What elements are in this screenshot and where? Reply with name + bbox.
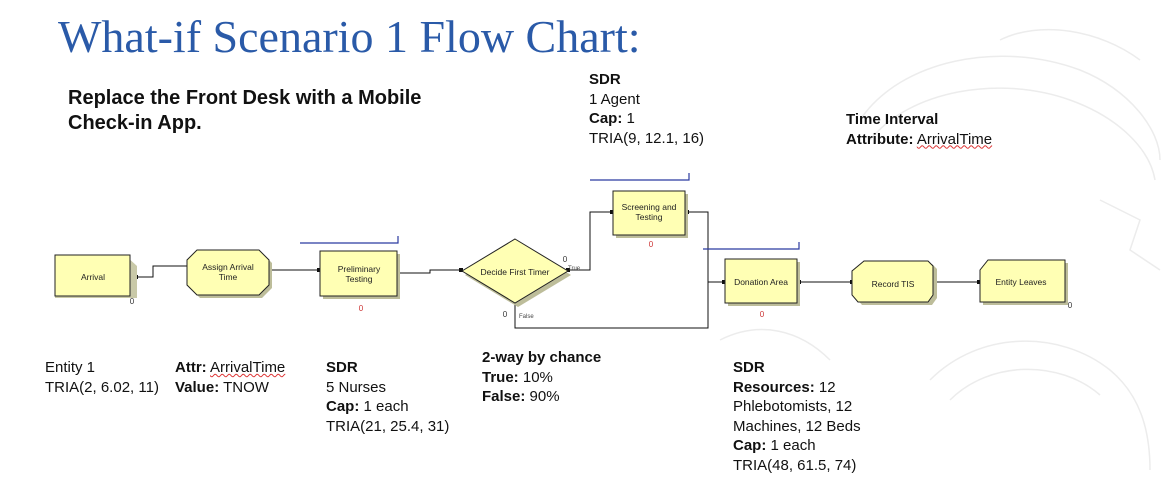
entity-line-1: Entity 1 (45, 359, 96, 376)
screening-heading: SDR (589, 71, 621, 88)
entity-line-2: TRIA(2, 6.02, 11) (45, 378, 159, 396)
connector-prelim-decide (398, 269, 462, 274)
node-decide-label: Decide First Timer (481, 267, 550, 277)
record-attr-label: Attribute: (846, 130, 914, 148)
connector-decide-screening-true (568, 211, 613, 271)
prelim-cap-label: Cap: (326, 398, 360, 415)
connector-screening-donation (687, 211, 725, 283)
node-leaves-label: Entity Leaves (995, 277, 1046, 287)
queue-prelim (300, 236, 399, 244)
node-record-label: Record TIS (872, 279, 915, 289)
node-arrival[interactable]: Arrival 0 (54, 254, 137, 306)
assign-value-row: Value: TNOW (175, 378, 285, 398)
counter-donation: 0 (760, 310, 765, 319)
prelim-line-1: 5 Nurses (326, 378, 387, 396)
decide-false-row: False: 90% (482, 387, 601, 407)
prelim-cap-value: 1 each (363, 398, 409, 415)
counter-decide-true: 0 (563, 255, 568, 264)
node-preliminary-testing[interactable]: Preliminary Testing 0 (319, 250, 400, 313)
node-donation-label: Donation Area (734, 277, 788, 287)
decide-false-value: 90% (529, 388, 560, 405)
assign-attr-value: ArrivalTime (210, 359, 286, 376)
node-assign-label-2: Time (219, 272, 238, 282)
counter-arrival: 0 (130, 297, 135, 306)
record-heading: Time Interval (846, 111, 939, 128)
screening-line-1: 1 Agent (589, 90, 640, 108)
assign-value-label: Value: (175, 378, 220, 396)
prelim-dist: TRIA(21, 25.4, 31) (326, 417, 450, 435)
record-attr-row: Attribute: ArrivalTime (846, 130, 992, 150)
subtitle-line-1: Replace the Front Desk with a Mobile (68, 87, 422, 109)
node-assign-label-1: Assign Arrival (202, 262, 254, 272)
annotation-decide: 2-way by chance True: 10% False: 90% (482, 348, 601, 407)
assign-attr-label: Attr: (175, 359, 207, 376)
arrow-tip (722, 280, 726, 284)
screening-cap-label: Cap: (589, 110, 623, 127)
node-screening-and-testing[interactable]: Screening and Testing 0 (612, 190, 688, 249)
counter-leaves: 0 (1068, 301, 1073, 310)
annotation-assign: Attr: ArrivalTime Value: TNOW (175, 358, 285, 397)
assign-attr-row: Attr: ArrivalTime (175, 358, 285, 378)
decide-false-label: False (519, 314, 534, 320)
donation-res-value: 12 (818, 378, 836, 396)
node-record-tis[interactable]: Record TIS (851, 260, 937, 305)
connectors (136, 211, 980, 329)
slide-title: What-if Scenario 1 Flow Chart: (58, 11, 641, 62)
donation-dist: TRIA(48, 61.5, 74) (733, 456, 857, 474)
arrow-tip (459, 268, 463, 272)
counter-decide-false: 0 (503, 310, 508, 319)
decide-true-key: True: (482, 368, 519, 386)
counter-prelim: 0 (359, 304, 364, 313)
donation-res-label: Resources: (733, 378, 815, 396)
node-prelim-label-1: Preliminary (338, 264, 381, 274)
screening-cap-value: 1 (626, 110, 635, 127)
donation-line-2: Phlebotomists, 12 (733, 398, 853, 415)
decide-true-row: True: 10% (482, 368, 601, 388)
connector-decide-donation-false (514, 282, 709, 329)
donation-res-row: Resources: 12 (733, 378, 861, 398)
annotation-record: Time Interval Attribute: ArrivalTime (846, 110, 992, 149)
queue-donation (703, 242, 800, 250)
node-screening-label-1: Screening and (622, 202, 677, 212)
node-donation-area[interactable]: Donation Area 0 (724, 258, 800, 319)
annotation-entity: Entity 1 TRIA(2, 6.02, 11) (45, 358, 159, 397)
arrow-tip (610, 210, 614, 214)
donation-line-3: Machines, 12 Beds (733, 417, 861, 435)
decide-false-key: False: (482, 388, 526, 405)
donation-cap-value: 1 each (770, 437, 816, 454)
prelim-cap-row: Cap: 1 each (326, 397, 449, 417)
node-entity-leaves[interactable]: Entity Leaves 0 (979, 259, 1073, 310)
donation-heading: SDR (733, 359, 765, 376)
decide-heading: 2-way by chance (482, 349, 602, 366)
arrow-tip (317, 268, 321, 272)
record-attr-value: ArrivalTime (916, 130, 993, 148)
donation-cap-row: Cap: 1 each (733, 436, 861, 456)
subtitle-line-2: Check-in App. (68, 112, 202, 134)
screening-dist: TRIA(9, 12.1, 16) (589, 129, 705, 147)
arrow-tip (977, 280, 981, 284)
counter-screening: 0 (649, 240, 654, 249)
screening-cap-row: Cap: 1 (589, 109, 704, 129)
slide-subtitle: Replace the Front Desk with a Mobile Che… (68, 86, 508, 136)
arrow-tip (566, 268, 570, 272)
annotation-screening: SDR 1 Agent Cap: 1 TRIA(9, 12.1, 16) (589, 70, 704, 148)
donation-cap-label: Cap: (733, 437, 767, 454)
node-screening-label-2: Testing (636, 212, 663, 222)
node-assign-arrival-time[interactable]: Assign Arrival Time (186, 249, 272, 298)
assign-value-value: TNOW (223, 378, 269, 396)
node-arrival-label: Arrival (81, 272, 105, 282)
decide-true-label: True (568, 266, 581, 272)
queue-lines (300, 173, 800, 250)
prelim-heading: SDR (326, 359, 358, 376)
decide-true-value: 10% (522, 368, 553, 386)
queue-screening (590, 173, 690, 181)
node-decide-first-timer[interactable]: Decide First Timer True False 0 0 (461, 238, 581, 320)
annotation-prelim: SDR 5 Nurses Cap: 1 each TRIA(21, 25.4, … (326, 358, 449, 436)
annotation-donation: SDR Resources: 12 Phlebotomists, 12 Mach… (733, 358, 861, 475)
node-prelim-label-2: Testing (346, 274, 373, 284)
connector-arrival-assign (136, 265, 190, 278)
